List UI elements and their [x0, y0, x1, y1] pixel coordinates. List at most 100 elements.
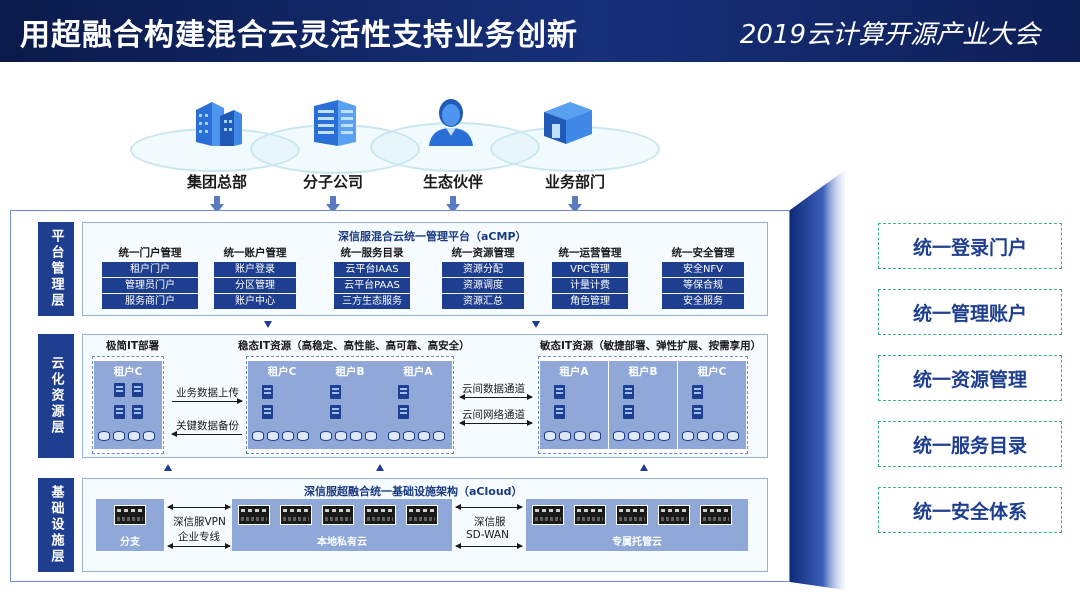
group-label-business: 业务部门 [544, 173, 606, 191]
storage-icon [113, 431, 125, 441]
tenant-card: 租户B [316, 361, 384, 449]
storage-icon [433, 431, 445, 441]
infra-title: 深信服超融合统一基础设施架构（aCloud） [304, 485, 523, 498]
tenant-label: 租户A [403, 366, 433, 378]
storage-icon [128, 431, 140, 441]
arrow-both [167, 543, 231, 549]
layer-label-cloud: 云化资源层 [38, 334, 74, 458]
tenant-label: 租户C [697, 366, 727, 378]
sdwan-label: SD-WAN [466, 529, 509, 541]
tenant-card: 租户A [384, 361, 452, 449]
tenant-label: 租户C [267, 366, 297, 378]
mgmt-head: 统一服务目录 [340, 247, 404, 259]
server-icon [692, 405, 703, 419]
server-icon [114, 405, 125, 419]
tenant-label: 租户C [113, 366, 143, 378]
storage-icon [143, 431, 155, 441]
mgmt-item: 账户中心 [214, 294, 296, 309]
storage-icon [98, 431, 110, 441]
mgmt-item: 云平台PAAS [334, 278, 410, 293]
storage-icon [350, 431, 362, 441]
net-channel-label: 云间网络通道 [462, 409, 525, 421]
arrow-right [172, 398, 243, 404]
server-rack-icon [616, 505, 648, 525]
mgmt-item: 服务商门户 [102, 294, 198, 309]
simple-it-title: 极简IT部署 [106, 340, 160, 352]
arrow-both [455, 504, 523, 510]
storage-icon [544, 431, 556, 441]
server-icon [262, 405, 273, 419]
storage-icon [297, 431, 309, 441]
mgmt-column-account: 统一账户管理 账户登录 分区管理 账户中心 [214, 245, 296, 309]
tenant-label: 租户B [335, 366, 365, 378]
storage-icon [682, 431, 694, 441]
mgmt-item: 角色管理 [552, 294, 628, 309]
storage-icon [388, 431, 400, 441]
storage-icon [727, 431, 739, 441]
server-icon [398, 385, 409, 399]
storage-icon [613, 431, 625, 441]
down-arrow-small [532, 321, 540, 328]
storage-icon [574, 431, 586, 441]
mgmt-item: 云平台IAAS [334, 262, 410, 277]
backup-label: 关键数据备份 [176, 420, 239, 432]
up-arrow-small [164, 464, 172, 471]
server-rack-icon [574, 505, 606, 525]
server-rack-icon [658, 505, 690, 525]
vpn-label: 深信服VPN [173, 516, 226, 528]
branch-label: 分支 [120, 537, 140, 548]
group-label-subsidiary: 分子公司 [302, 173, 364, 191]
tenant-card: 租户C [678, 361, 746, 449]
tenant-card: 租户A [540, 361, 608, 449]
mgmt-item: 账户登录 [214, 262, 296, 277]
office-buildings-icon [196, 102, 242, 146]
up-arrow-small [376, 464, 384, 471]
mgmt-item: 分区管理 [214, 278, 296, 293]
mgmt-item: 安全服务 [662, 294, 744, 309]
mgmt-item: 管理员门户 [102, 278, 198, 293]
mgmt-item: 资源调度 [442, 278, 524, 293]
server-rack-icon [364, 505, 396, 525]
agile-it-title: 敏态IT资源（敏捷部署、弹性扩展、按需享用） [540, 340, 762, 352]
arrow-both [459, 420, 533, 426]
office-building-icon [314, 100, 356, 146]
storage-icon [712, 431, 724, 441]
server-icon [114, 383, 125, 397]
mgmt-head: 统一门户管理 [118, 247, 182, 259]
storage-icon [320, 431, 332, 441]
mgmt-column-portal: 统一门户管理 租户门户 管理员门户 服务商门户 [102, 245, 198, 309]
arrow-both [167, 504, 231, 510]
server-icon [262, 385, 273, 399]
server-icon [554, 385, 565, 399]
mgmt-column-security: 统一安全管理 安全NFV 等保合规 安全服务 [662, 245, 744, 309]
private-cloud-label: 本地私有云 [317, 537, 367, 548]
server-icon [692, 385, 703, 399]
server-rack-icon [238, 505, 270, 525]
mgmt-item: 安全NFV [662, 262, 744, 277]
storage-icon [403, 431, 415, 441]
tenant-card: 租户C [248, 361, 316, 449]
storefront-icon [544, 102, 592, 144]
down-arrow-small [264, 321, 272, 328]
server-rack-icon [114, 505, 146, 525]
mgmt-item: 三方生态服务 [334, 294, 410, 309]
storage-icon [559, 431, 571, 441]
server-rack-icon [406, 505, 438, 525]
storage-icon [282, 431, 294, 441]
mgmt-item: 资源分配 [442, 262, 524, 277]
server-icon [330, 405, 341, 419]
platform-title: 深信服混合云统一管理平台（aCMP） [338, 230, 527, 243]
group-label-partner: 生态伙伴 [422, 173, 484, 191]
feature-security-system: 统一安全体系 [878, 487, 1062, 533]
server-icon [554, 405, 565, 419]
server-icon [398, 405, 409, 419]
mgmt-item: 计量计费 [552, 278, 628, 293]
mgmt-head: 统一运营管理 [558, 247, 622, 259]
conference-name: 2019云计算开源产业大会 [739, 20, 1040, 50]
feature-resource-mgmt: 统一资源管理 [878, 355, 1062, 401]
server-rack-icon [322, 505, 354, 525]
server-icon [623, 405, 634, 419]
storage-icon [697, 431, 709, 441]
storage-icon [658, 431, 670, 441]
